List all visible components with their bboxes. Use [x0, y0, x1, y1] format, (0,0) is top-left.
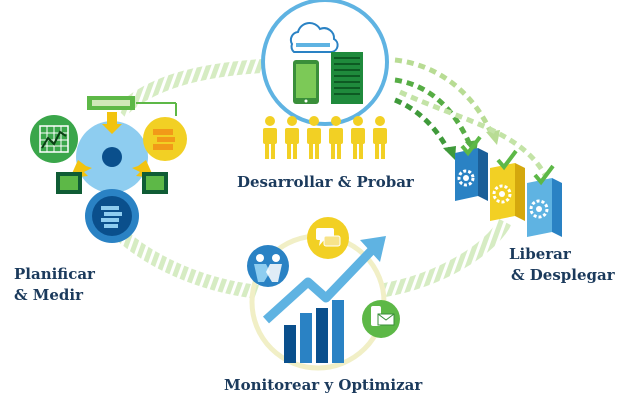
person-icon [102, 147, 122, 167]
person-figure [263, 116, 277, 159]
chat-icon [307, 217, 349, 259]
document-box-right-icon [142, 172, 168, 194]
mail-phone-icon [362, 300, 400, 338]
gear-server-icon [455, 137, 488, 201]
gear-server-icon [490, 151, 525, 221]
plan-stage [30, 96, 187, 243]
arrow-head-3 [443, 146, 456, 160]
smartphone-icon [293, 60, 319, 104]
label-release-line2: & Desplegar [511, 265, 615, 286]
label-release-line1: Liberar [509, 244, 615, 265]
arc-monitor-to-release [385, 222, 505, 290]
document-stack-icon [85, 189, 139, 243]
label-develop-test: Desarrollar & Probar [237, 172, 414, 193]
cloud-icon [291, 23, 338, 52]
release-stage [455, 137, 562, 237]
server-icon [331, 52, 363, 104]
label-plan-line1: Planificar [14, 264, 95, 285]
label-plan-measure: Planificar & Medir [14, 264, 95, 306]
gear-server-icon [527, 166, 562, 237]
task-bar-icon [87, 96, 176, 116]
arc-plan-to-monitor [118, 232, 258, 292]
arc-plan-to-develop [120, 66, 262, 112]
label-develop-line1: Desarrollar & Probar [237, 172, 414, 193]
bar-chart-icon [284, 300, 344, 363]
chart-icon [30, 115, 78, 163]
develop-stage [263, 0, 387, 159]
label-plan-line2: & Medir [14, 285, 95, 306]
label-monitor-optimize: Monitorear y Optimizar [224, 375, 422, 396]
arrow-line-1 [395, 60, 492, 135]
label-release-deploy: Liberar & Desplegar [509, 244, 615, 286]
develop-ring [263, 0, 387, 124]
handshake-icon [247, 245, 289, 287]
arrow-line-2 [395, 80, 470, 145]
monitor-stage [247, 217, 400, 368]
checklist-icon [143, 117, 187, 161]
label-monitor-line1: Monitorear y Optimizar [224, 375, 422, 396]
document-box-left-icon [56, 172, 82, 194]
